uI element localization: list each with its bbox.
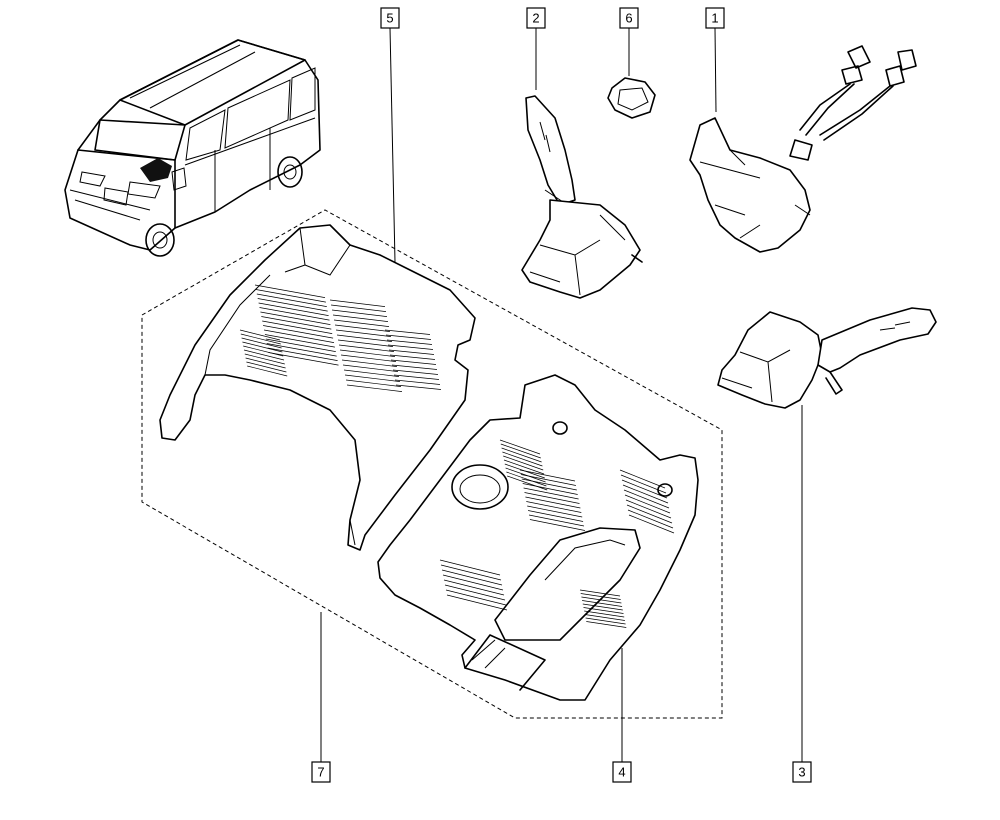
steering-switch-control-unit	[689, 45, 917, 253]
callout-label-3: 3	[798, 765, 805, 780]
callout-3: 3	[792, 761, 812, 783]
location-marker-icon	[140, 158, 172, 182]
callout-6: 6	[619, 7, 639, 29]
callout-label-7: 7	[317, 765, 324, 780]
assembly-boundary	[141, 209, 723, 719]
leader-line-1	[714, 27, 717, 113]
surface-hatching	[239, 284, 675, 628]
small-switch-cap	[607, 77, 656, 119]
leader-lines	[320, 27, 803, 762]
lighting-stalk-switch	[717, 307, 937, 409]
callout-label-5: 5	[386, 11, 393, 26]
callout-1: 1	[705, 7, 725, 29]
upper-steering-column-shroud	[159, 224, 476, 551]
callout-label-6: 6	[625, 11, 632, 26]
wiper-stalk-switch	[521, 95, 643, 299]
callout-label-1: 1	[711, 11, 718, 26]
callout-label-4: 4	[618, 765, 625, 780]
leader-line-5	[389, 27, 396, 263]
callout-7: 7	[311, 761, 331, 783]
lower-steering-column-shroud	[377, 374, 699, 701]
callout-label-2: 2	[532, 11, 539, 26]
callout-4: 4	[612, 761, 632, 783]
callout-5: 5	[380, 7, 400, 29]
van-illustration	[64, 39, 321, 257]
callout-2: 2	[526, 7, 546, 29]
